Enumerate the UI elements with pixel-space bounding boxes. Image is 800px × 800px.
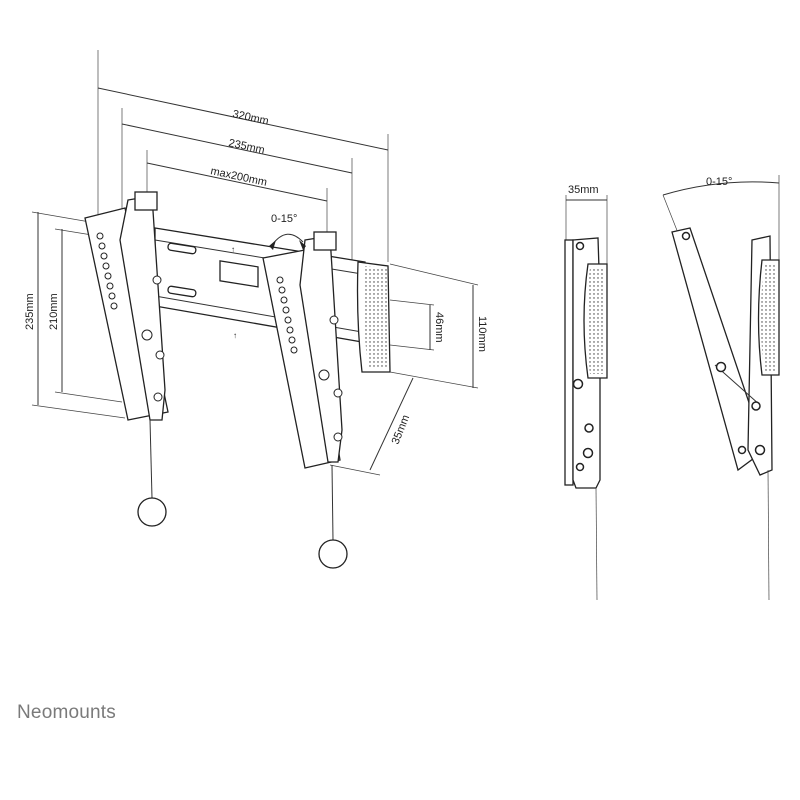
side-dim-35mm: 35mm	[568, 184, 599, 196]
dim-max200mm: max200mm	[209, 165, 268, 189]
side-view-tilted: 0-15°	[662, 175, 780, 601]
arrow-up-top: ↑	[231, 245, 235, 254]
dim-235mm-width: 235mm	[227, 137, 265, 156]
right-bracket	[262, 231, 343, 469]
dim-320mm: 320mm	[231, 108, 269, 127]
side-view-flat: 35mm	[564, 184, 608, 601]
tilt-arrow-icon: 0-15°	[269, 213, 306, 250]
dim-35mm-depth: 35mm	[390, 413, 413, 446]
dim-110mm: 110mm	[476, 316, 488, 352]
tilt-label-side: 0-15°	[706, 176, 732, 188]
dim-46mm: 46mm	[433, 312, 445, 343]
right-pull-cord[interactable]	[318, 464, 348, 569]
left-bracket	[84, 191, 169, 421]
arrow-up-bottom: ↑	[233, 331, 237, 340]
dim-210mm: 210mm	[48, 293, 60, 330]
tilt-label-front: 0-15°	[271, 213, 297, 225]
height-dimensions: 235mm 210mm	[24, 211, 126, 419]
brand-logo: Neomounts	[17, 702, 116, 723]
left-pull-cord[interactable]	[137, 419, 167, 527]
spacer-block	[356, 261, 391, 373]
dim-235mm-height: 235mm	[24, 293, 36, 330]
